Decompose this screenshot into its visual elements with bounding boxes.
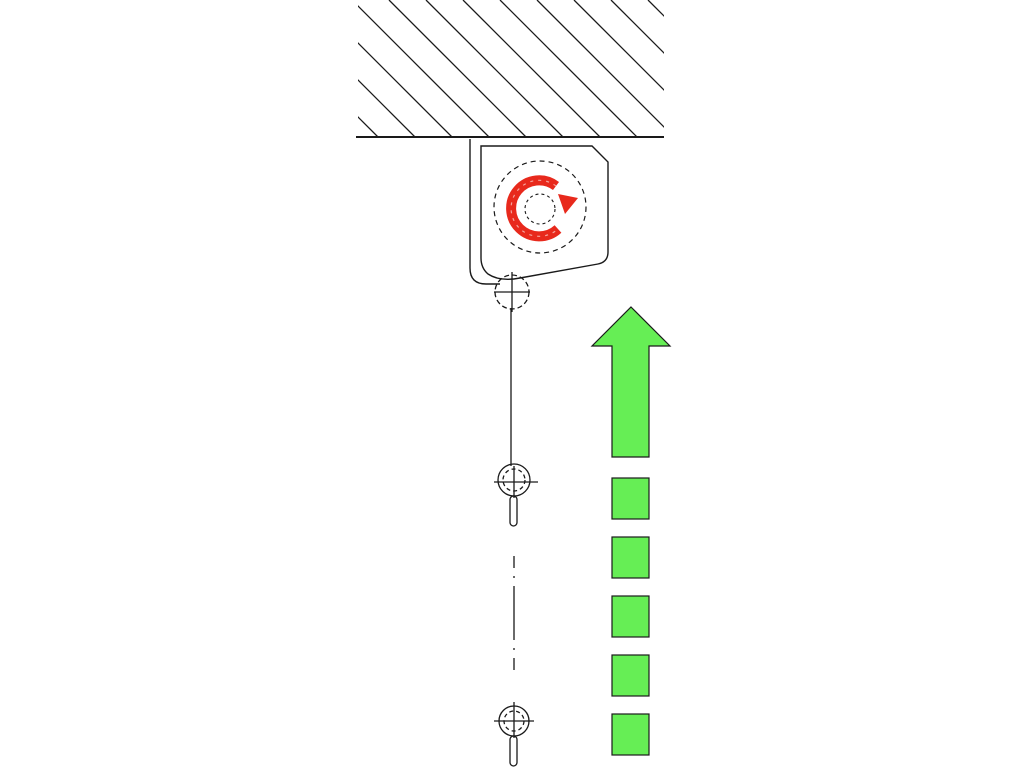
green-arrow-dash xyxy=(611,477,650,520)
hatch-line xyxy=(685,0,822,137)
bottom-hook xyxy=(494,702,534,767)
clockwise-rotation-icon xyxy=(493,160,587,254)
hatch-line xyxy=(358,79,416,137)
bottom-hook-stem xyxy=(509,735,518,767)
hatch-line xyxy=(358,116,379,137)
ceiling-hatching xyxy=(130,0,822,137)
hatch-line xyxy=(358,5,490,137)
up-arrow-icon xyxy=(590,306,672,756)
mounting-bracket xyxy=(469,139,609,285)
rotation-inner-dashed-circle xyxy=(524,193,556,225)
hatch-line xyxy=(499,0,638,137)
hatch-line xyxy=(610,0,664,54)
hatch-line xyxy=(462,0,601,137)
middle-hook xyxy=(494,463,538,527)
hatch-line xyxy=(204,0,341,137)
bracket-body-outline xyxy=(480,145,609,281)
hatch-line xyxy=(388,0,527,137)
green-arrow-dash xyxy=(611,713,650,756)
rotation-outer-dashed-circle xyxy=(493,160,587,254)
hatch-line xyxy=(167,0,304,137)
hatch-line xyxy=(425,0,564,137)
hatch-line xyxy=(130,0,267,137)
green-arrow-dash xyxy=(611,654,650,697)
hatch-line xyxy=(536,0,664,128)
green-arrow-dash xyxy=(611,595,650,638)
rotation-stripe xyxy=(510,179,559,237)
bracket-outer-outline xyxy=(469,139,500,285)
rotation-red-arc xyxy=(506,175,562,242)
green-arrow-dash xyxy=(611,536,650,579)
hatch-line xyxy=(358,42,453,137)
hatch-line xyxy=(647,0,664,17)
top-suspension-point xyxy=(494,272,530,312)
middle-hook-stem xyxy=(509,495,518,527)
green-arrow-head-and-shaft xyxy=(590,306,672,458)
rotation-arrowhead xyxy=(558,194,578,214)
ceiling-block xyxy=(130,0,822,138)
green-arrow-dashes xyxy=(611,477,650,756)
hatch-line xyxy=(573,0,664,91)
